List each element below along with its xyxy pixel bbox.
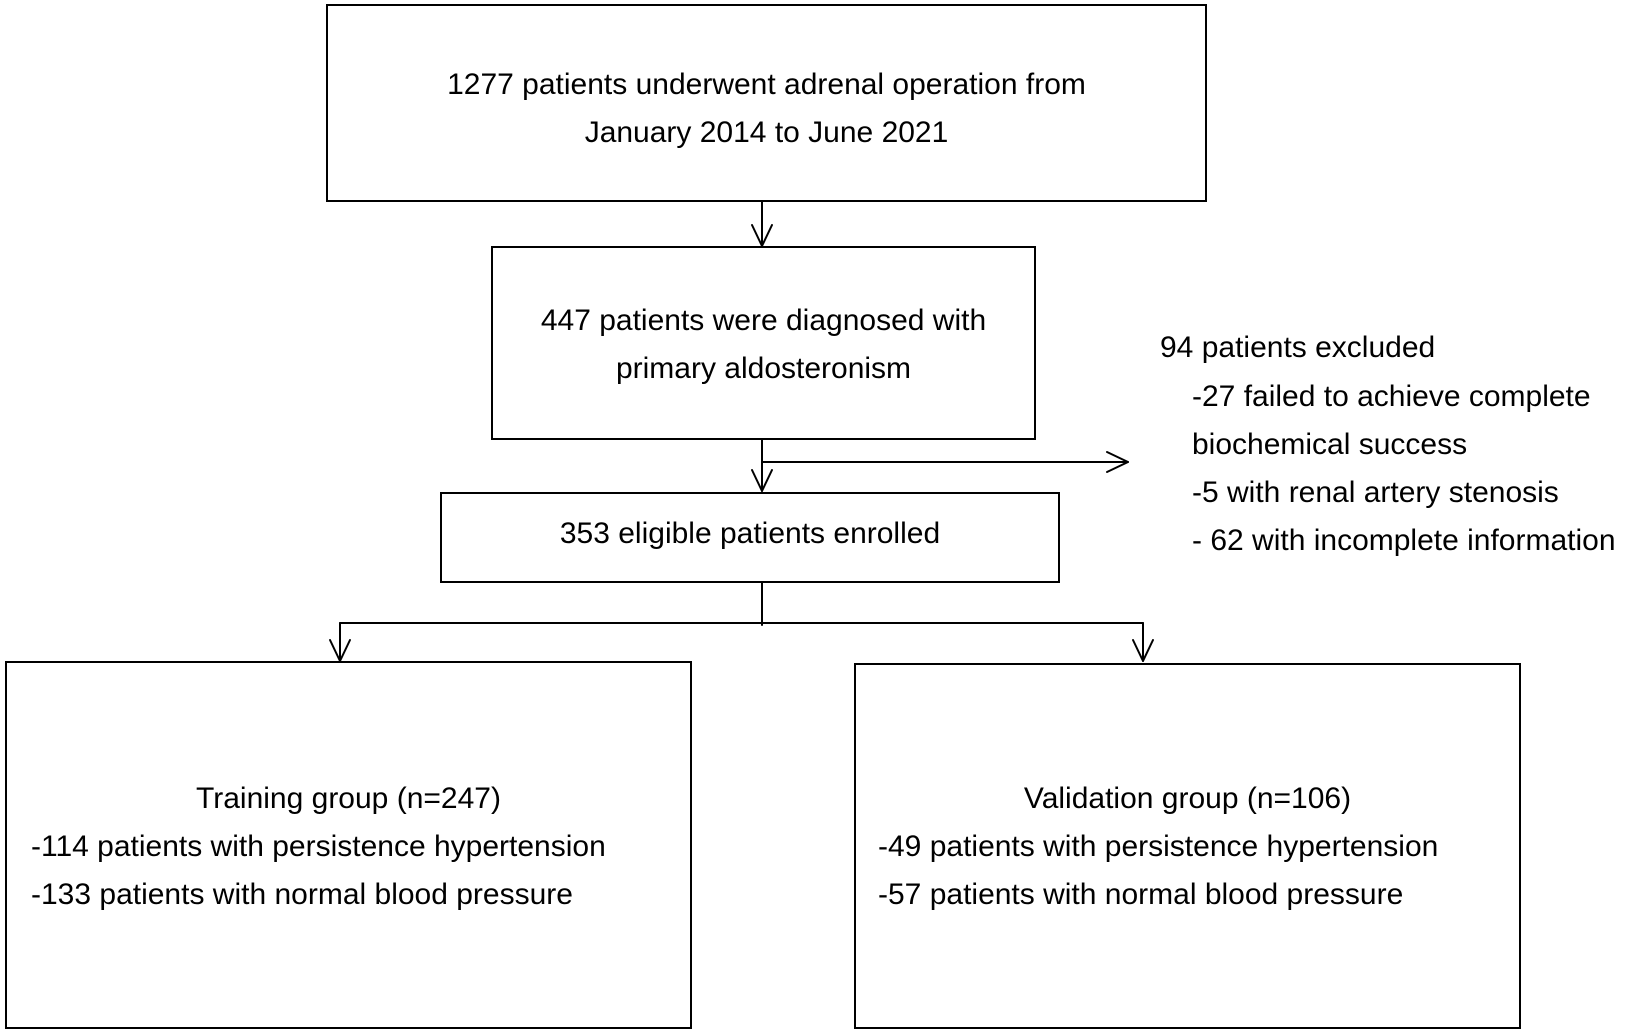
arrowhead-exclusion: [1106, 451, 1129, 473]
box-eligible-enrolled: 353 eligible patients enrolled: [440, 492, 1060, 583]
box-primary-aldosteronism-line-1: 447 patients were diagnosed with: [540, 304, 987, 337]
box-training-group: Training group (n=247) -114 patients wit…: [5, 661, 692, 1029]
exclusion-item: biochemical success: [1192, 428, 1468, 461]
validation-group-item: -49 patients with persistence hypertensi…: [878, 830, 1439, 863]
box-adrenal-operation-line-2: January 2014 to June 2021: [584, 116, 949, 149]
training-group-title: Training group (n=247): [196, 782, 501, 815]
arrowhead-enrolled: [751, 469, 773, 492]
box-primary-aldosteronism-line-2: primary aldosteronism: [615, 352, 912, 385]
exclusion-title: 94 patients excluded: [1160, 331, 1436, 364]
validation-group-title: Validation group (n=106): [1023, 782, 1352, 815]
box-validation-group: Validation group (n=106) -49 patients wi…: [854, 663, 1521, 1029]
validation-group-item: -57 patients with normal blood pressure: [878, 878, 1404, 911]
arrowhead-validation: [1132, 639, 1154, 662]
training-group-item: -133 patients with normal blood pressure: [31, 878, 573, 911]
exclusion-item: -27 failed to achieve complete: [1192, 380, 1591, 413]
exclusion-item: - 62 with incomplete information: [1192, 524, 1616, 557]
box-eligible-enrolled-line: 353 eligible patients enrolled: [559, 517, 941, 550]
training-group-item: -114 patients with persistence hypertens…: [31, 830, 606, 863]
box-adrenal-operation: 1277 patients underwent adrenal operatio…: [326, 4, 1207, 202]
exclusion-item: -5 with renal artery stenosis: [1192, 476, 1559, 509]
box-adrenal-operation-line-1: 1277 patients underwent adrenal operatio…: [447, 68, 1086, 101]
box-primary-aldosteronism: 447 patients were diagnosed with primary…: [491, 246, 1036, 440]
